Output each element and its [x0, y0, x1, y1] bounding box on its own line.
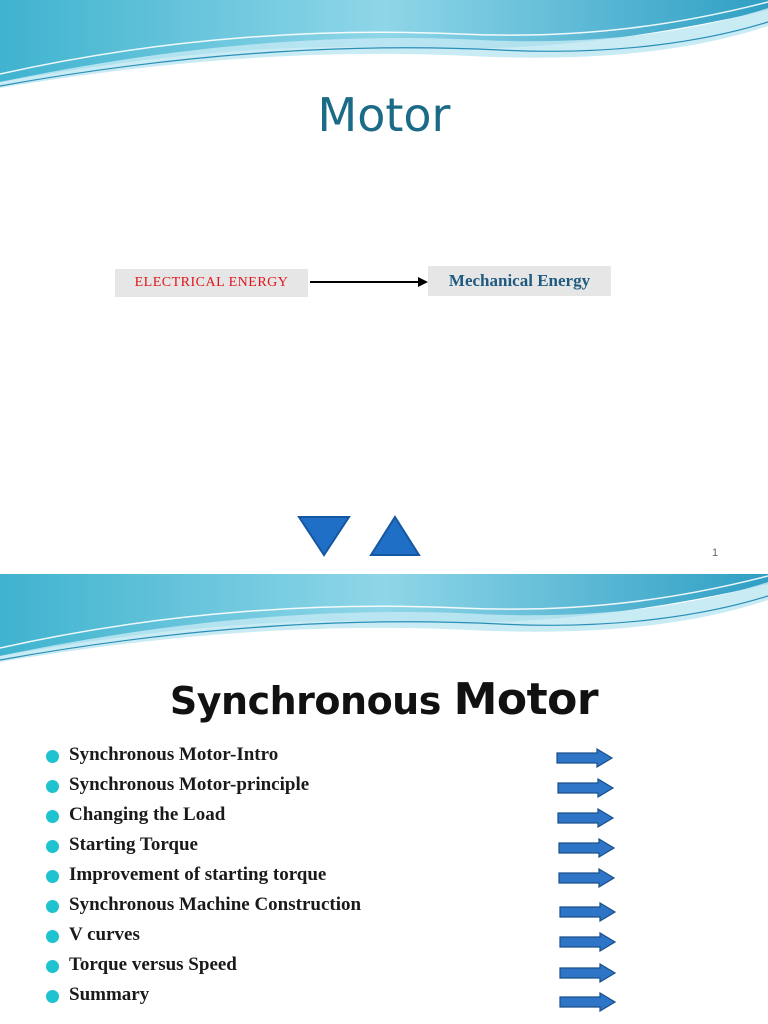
bullet-icon	[46, 960, 59, 973]
bullet-icon	[46, 930, 59, 943]
topic-label: Improvement of starting torque	[69, 864, 327, 885]
page-number: 1	[712, 547, 719, 559]
triangle-down-icon[interactable]	[297, 515, 351, 557]
right-arrow-icon[interactable]	[559, 932, 617, 952]
topic-label: Synchronous Motor-principle	[69, 774, 310, 795]
bullet-icon	[46, 780, 59, 793]
topic-item[interactable]: Synchronous Motor-principle	[0, 772, 768, 802]
right-arrow-icon[interactable]	[557, 808, 615, 828]
energy-conversion-arrow	[310, 277, 428, 287]
bullet-icon	[46, 900, 59, 913]
bullet-icon	[46, 990, 59, 1003]
right-arrow-icon[interactable]	[558, 868, 616, 888]
header-wave-decoration	[0, 574, 768, 662]
topic-label: Starting Torque	[69, 834, 198, 855]
topic-item[interactable]: Torque versus Speed	[0, 952, 768, 983]
header-wave-decoration	[0, 0, 768, 88]
bullet-icon	[46, 870, 59, 883]
topic-label: Summary	[69, 984, 150, 1005]
right-arrow-icon[interactable]	[559, 963, 617, 983]
bullet-icon	[46, 840, 59, 853]
right-arrow-icon[interactable]	[556, 748, 614, 768]
slide-1: Motor ELECTRICAL ENERGY Mechanical Energ…	[0, 0, 768, 559]
right-arrow-icon[interactable]	[559, 902, 617, 922]
topic-label: Synchronous Motor-Intro	[69, 744, 279, 765]
topic-item[interactable]: Improvement of starting torque	[0, 862, 768, 892]
bullet-icon	[46, 750, 59, 763]
bullet-icon	[46, 810, 59, 823]
right-arrow-icon[interactable]	[557, 778, 615, 798]
mechanical-energy-label: Mechanical Energy	[448, 271, 591, 290]
triangle-up-icon[interactable]	[369, 515, 421, 557]
slide-title: Synchronous Motor	[0, 674, 768, 725]
slide-title-part2: Motor	[453, 674, 599, 725]
topic-item[interactable]: Changing the Load	[0, 802, 768, 832]
topic-item[interactable]: Starting Torque	[0, 832, 768, 862]
topic-label: Torque versus Speed	[69, 954, 237, 975]
mechanical-energy-box: Mechanical Energy	[428, 266, 611, 296]
topic-item[interactable]: Synchronous Motor-Intro	[0, 742, 768, 772]
slide-title-part1: Synchronous	[169, 679, 454, 723]
topic-item[interactable]: Summary	[0, 982, 768, 1012]
right-arrow-icon[interactable]	[558, 838, 616, 858]
slide-title: Motor	[317, 88, 451, 142]
topic-label: Changing the Load	[69, 804, 226, 825]
right-arrow-icon[interactable]	[559, 992, 617, 1012]
topic-label: V curves	[69, 924, 140, 945]
slide-2: Synchronous Motor Synchronous Motor-Intr…	[0, 574, 768, 1024]
topic-item[interactable]: Synchronous Machine Construction	[0, 892, 768, 922]
topic-item[interactable]: V curves	[0, 922, 768, 952]
electrical-energy-label: ELECTRICAL ENERGY	[134, 275, 289, 290]
electrical-energy-box: ELECTRICAL ENERGY	[115, 269, 308, 297]
topic-label: Synchronous Machine Construction	[69, 894, 362, 915]
